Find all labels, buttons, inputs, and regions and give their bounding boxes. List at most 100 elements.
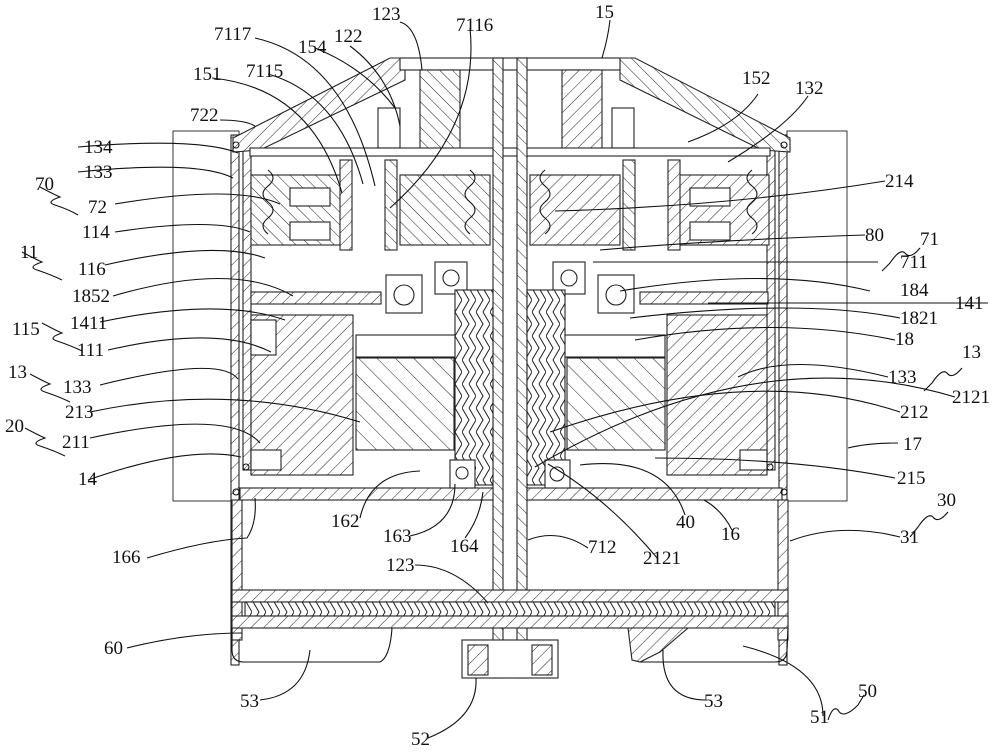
label-122: 122 [334,26,363,47]
label-115: 115 [12,319,40,340]
label-123-top: 123 [372,4,401,25]
left-pocket-211 [250,449,282,471]
right-middle-plate [639,291,769,305]
label-132: 132 [795,78,824,99]
label-1821: 1821 [900,308,938,329]
right-rotor-housing [666,314,768,476]
label-154: 154 [298,37,327,58]
label-80: 80 [865,225,884,246]
label-7117: 7117 [214,24,251,45]
label-123-bottom: 123 [386,555,415,576]
right-rotor-cap [556,334,666,358]
left-rotor-cap [355,334,465,358]
right-inner-sleeve [526,289,566,486]
upper-plate [249,147,771,157]
left-pocket-111 [250,319,277,356]
left-bearing-ball-2 [442,269,460,287]
label-212: 212 [900,402,929,423]
label-16: 16 [721,524,740,545]
lower-housing-right-wall [777,499,789,641]
label-13-a: 13 [8,362,27,383]
base-top-layer [231,589,789,603]
label-30: 30 [937,490,956,511]
center-plug-right [531,644,553,676]
label-18: 18 [895,329,914,350]
label-7115: 7115 [246,61,283,82]
shaft-outer-right [516,57,528,679]
right-cup-2 [689,221,731,241]
right-bearing-ball [605,284,627,306]
label-133-b: 133 [63,377,92,398]
left-post-2 [384,159,398,251]
label-712: 712 [588,537,617,558]
label-40: 40 [676,512,695,533]
label-111: 111 [77,340,104,361]
right-outer-frame [786,130,848,502]
top-cover-left [232,57,406,153]
shaft-outer-left [492,57,504,679]
left-post [339,159,353,251]
seal-215-right [780,488,788,496]
label-133-c: 133 [888,367,917,388]
label-134: 134 [84,137,113,158]
seal-134-left [232,141,240,149]
label-114: 114 [82,222,110,243]
center-plug-left [467,644,489,676]
label-133-a: 133 [84,162,113,183]
label-215: 215 [897,468,926,489]
label-20: 20 [5,416,24,437]
seal-166-left [232,488,240,496]
label-213: 213 [65,402,94,423]
label-31: 31 [900,527,919,548]
left-inner-sleeve [454,289,494,486]
label-51: 51 [810,707,829,728]
label-711: 711 [900,252,928,273]
label-116: 116 [78,259,106,280]
label-53-right: 53 [704,691,723,712]
bearing-163-ball [455,466,469,480]
left-inner-wall [242,149,252,471]
left-bearing-ball [393,284,415,306]
label-60: 60 [104,638,123,659]
left-bellows [262,169,274,235]
label-13-b: 13 [962,342,981,363]
lower-plate-right [526,487,783,501]
label-17: 17 [903,434,922,455]
label-722: 722 [190,105,219,126]
left-foot [231,627,393,663]
label-164: 164 [450,536,479,557]
label-152: 152 [742,68,771,89]
label-211: 211 [62,432,90,453]
center-spring-left [464,169,476,235]
left-outer-frame [172,130,240,502]
right-bellows [746,169,758,235]
left-rotor-core [355,357,455,451]
top-hub [399,57,621,71]
right-bearing-ball-2 [560,269,578,287]
top-hub-right-block [561,69,603,151]
seal-lower-right [766,463,774,471]
right-post [622,159,636,251]
label-214: 214 [885,171,914,192]
base-bottom-layer [231,615,789,629]
bearing-122-right [611,107,635,149]
seal-134-right [780,141,788,149]
base-mid-layer [244,601,776,617]
left-cup-2 [289,221,331,241]
label-162: 162 [331,511,360,532]
left-cup-1 [289,187,331,207]
leader-lines [21,19,988,739]
label-151: 151 [193,64,222,85]
label-1411: 1411 [70,313,107,334]
label-2121-b: 2121 [643,548,681,569]
left-middle-plate [250,291,382,305]
label-53-left: 53 [240,691,259,712]
label-11: 11 [20,242,38,263]
label-2121-a: 2121 [952,387,990,408]
label-184: 184 [900,280,929,301]
top-cover-right [619,57,791,153]
right-foot-wedge [627,627,690,663]
label-1852: 1852 [72,286,110,307]
label-72: 72 [88,197,107,218]
label-14: 14 [78,469,98,490]
